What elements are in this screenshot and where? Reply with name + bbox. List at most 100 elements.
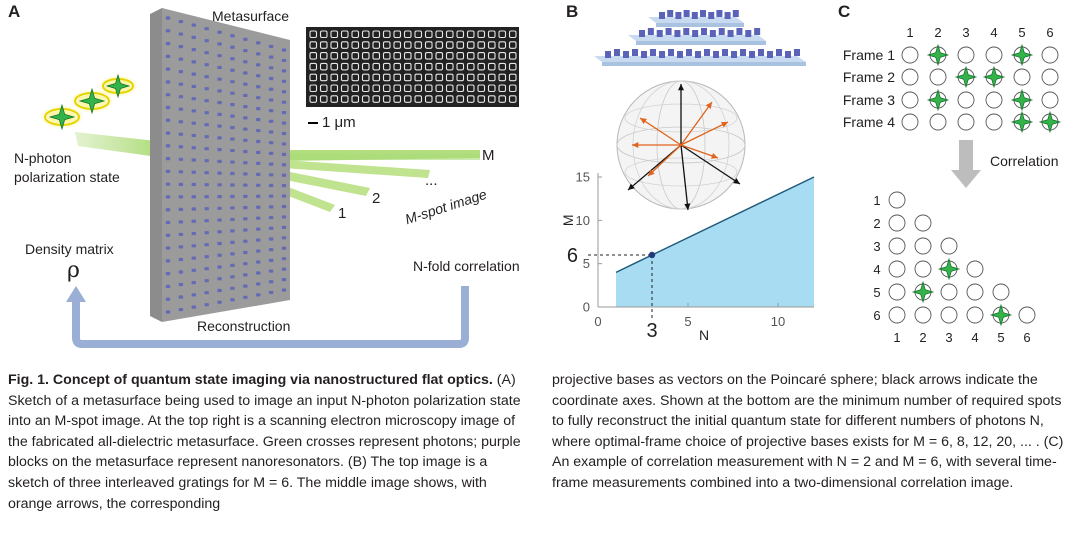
n-fold-correlation-label: N-fold correlation	[413, 258, 520, 274]
row-label: 1	[873, 193, 880, 208]
axis-arrow-head	[733, 178, 740, 184]
detector-spot	[957, 46, 975, 64]
bottom-column-label: 3	[945, 330, 952, 345]
detector-spot	[985, 113, 1003, 131]
caption-left-body: (A) Sketch of a metasurface being used t…	[8, 372, 521, 512]
detector-spot	[985, 91, 1003, 109]
caption-right-column: projective bases as vectors on the Poinc…	[552, 370, 1072, 494]
highlight-x-label: 3	[646, 320, 657, 342]
photons-input	[40, 73, 138, 131]
reconstruction-arrowhead	[66, 286, 86, 302]
detector-spot	[985, 46, 1003, 64]
projective-arrow	[639, 117, 682, 146]
highlight-y-label: 6	[567, 245, 578, 267]
correlation-arrow	[951, 140, 981, 188]
correlation-spot	[914, 306, 932, 324]
detector-spot	[957, 113, 975, 131]
detector-spot	[929, 113, 947, 131]
caption-right-body: projective bases as vectors on the Poinc…	[552, 372, 1064, 491]
correlation-spot	[966, 306, 984, 324]
row-label: 5	[873, 285, 880, 300]
axis-arrow-head	[628, 183, 635, 190]
axis-arrow	[680, 144, 741, 185]
x-tick-label: 0	[594, 314, 601, 329]
detector-spot	[901, 68, 919, 86]
y-axis-label: M	[560, 214, 576, 226]
input-label-line1: N-photon	[14, 150, 72, 166]
projective-arrow-head	[640, 118, 647, 124]
column-label: 3	[962, 25, 969, 40]
photon-icon	[954, 65, 978, 89]
bottom-column-label: 1	[893, 330, 900, 345]
frame-label: Frame 2	[843, 69, 895, 85]
correlation-spot	[888, 283, 906, 301]
correlation-spot	[966, 283, 984, 301]
detector-spot	[1041, 91, 1059, 109]
correlation-spot	[914, 237, 932, 255]
axis-arrow-head	[684, 203, 691, 210]
nanoresonator-array	[165, 16, 287, 314]
row-label: 2	[873, 216, 880, 231]
correlation-spot	[914, 260, 932, 278]
detector-spot	[1041, 46, 1059, 64]
column-label: 4	[990, 25, 997, 40]
row-label: 3	[873, 239, 880, 254]
column-label: 1	[906, 25, 913, 40]
bottom-column-label: 6	[1023, 330, 1030, 345]
projective-arrow-head	[632, 142, 639, 148]
correlation-spot	[888, 260, 906, 278]
area-fill	[616, 177, 814, 307]
reconstruction-arrow	[72, 286, 469, 348]
detector-spot	[901, 46, 919, 64]
correlation-spot	[940, 306, 958, 324]
photon-icon	[911, 280, 935, 304]
photon-icon	[1010, 110, 1034, 134]
correlation-spot	[914, 214, 932, 232]
spot-label-m: M	[482, 147, 495, 164]
photon-star	[48, 103, 76, 131]
frame-label: Frame 3	[843, 92, 895, 108]
detector-spot	[929, 68, 947, 86]
bottom-column-label: 2	[919, 330, 926, 345]
spot-label-dots: ...	[425, 172, 438, 189]
photon-icon	[982, 65, 1006, 89]
correlation-spot	[1018, 306, 1036, 324]
series-line	[615, 176, 815, 273]
density-matrix-label: Density matrix	[25, 241, 114, 257]
x-tick-label: 5	[684, 314, 691, 329]
rho-symbol: ρ	[67, 258, 80, 283]
frame-label: Frame 1	[843, 47, 895, 63]
y-tick-label: 5	[583, 256, 590, 271]
panel-b-letter: B	[566, 2, 579, 21]
caption-left-column: Fig. 1. Concept of quantum state imaging…	[8, 370, 523, 514]
photon-icon	[989, 303, 1013, 327]
bottom-column-label: 4	[971, 330, 978, 345]
detector-spot	[1013, 68, 1031, 86]
sem-image	[306, 27, 519, 107]
row-label: 6	[873, 308, 880, 323]
caption-title: Fig. 1. Concept of quantum state imaging…	[8, 372, 493, 388]
column-label: 6	[1046, 25, 1053, 40]
column-label: 5	[1018, 25, 1025, 40]
x-tick-label: 10	[771, 314, 785, 329]
row-label: 4	[873, 262, 880, 277]
projective-arrow	[647, 144, 682, 177]
interleaved-gratings	[594, 10, 806, 66]
correlation-spot	[940, 237, 958, 255]
input-beam	[75, 132, 165, 158]
panel-c-letter: C	[838, 2, 851, 21]
photon-star	[78, 87, 106, 115]
input-label-line2: polarization state	[14, 169, 120, 185]
correlation-spot	[966, 260, 984, 278]
scale-bar-label: 1 μm	[322, 114, 356, 131]
panel-a-figure	[40, 8, 519, 348]
column-label: 2	[934, 25, 941, 40]
projective-arrow-head	[721, 122, 728, 128]
projective-arrow-head	[648, 169, 655, 176]
correlation-spot	[888, 237, 906, 255]
correlation-spot	[888, 306, 906, 324]
